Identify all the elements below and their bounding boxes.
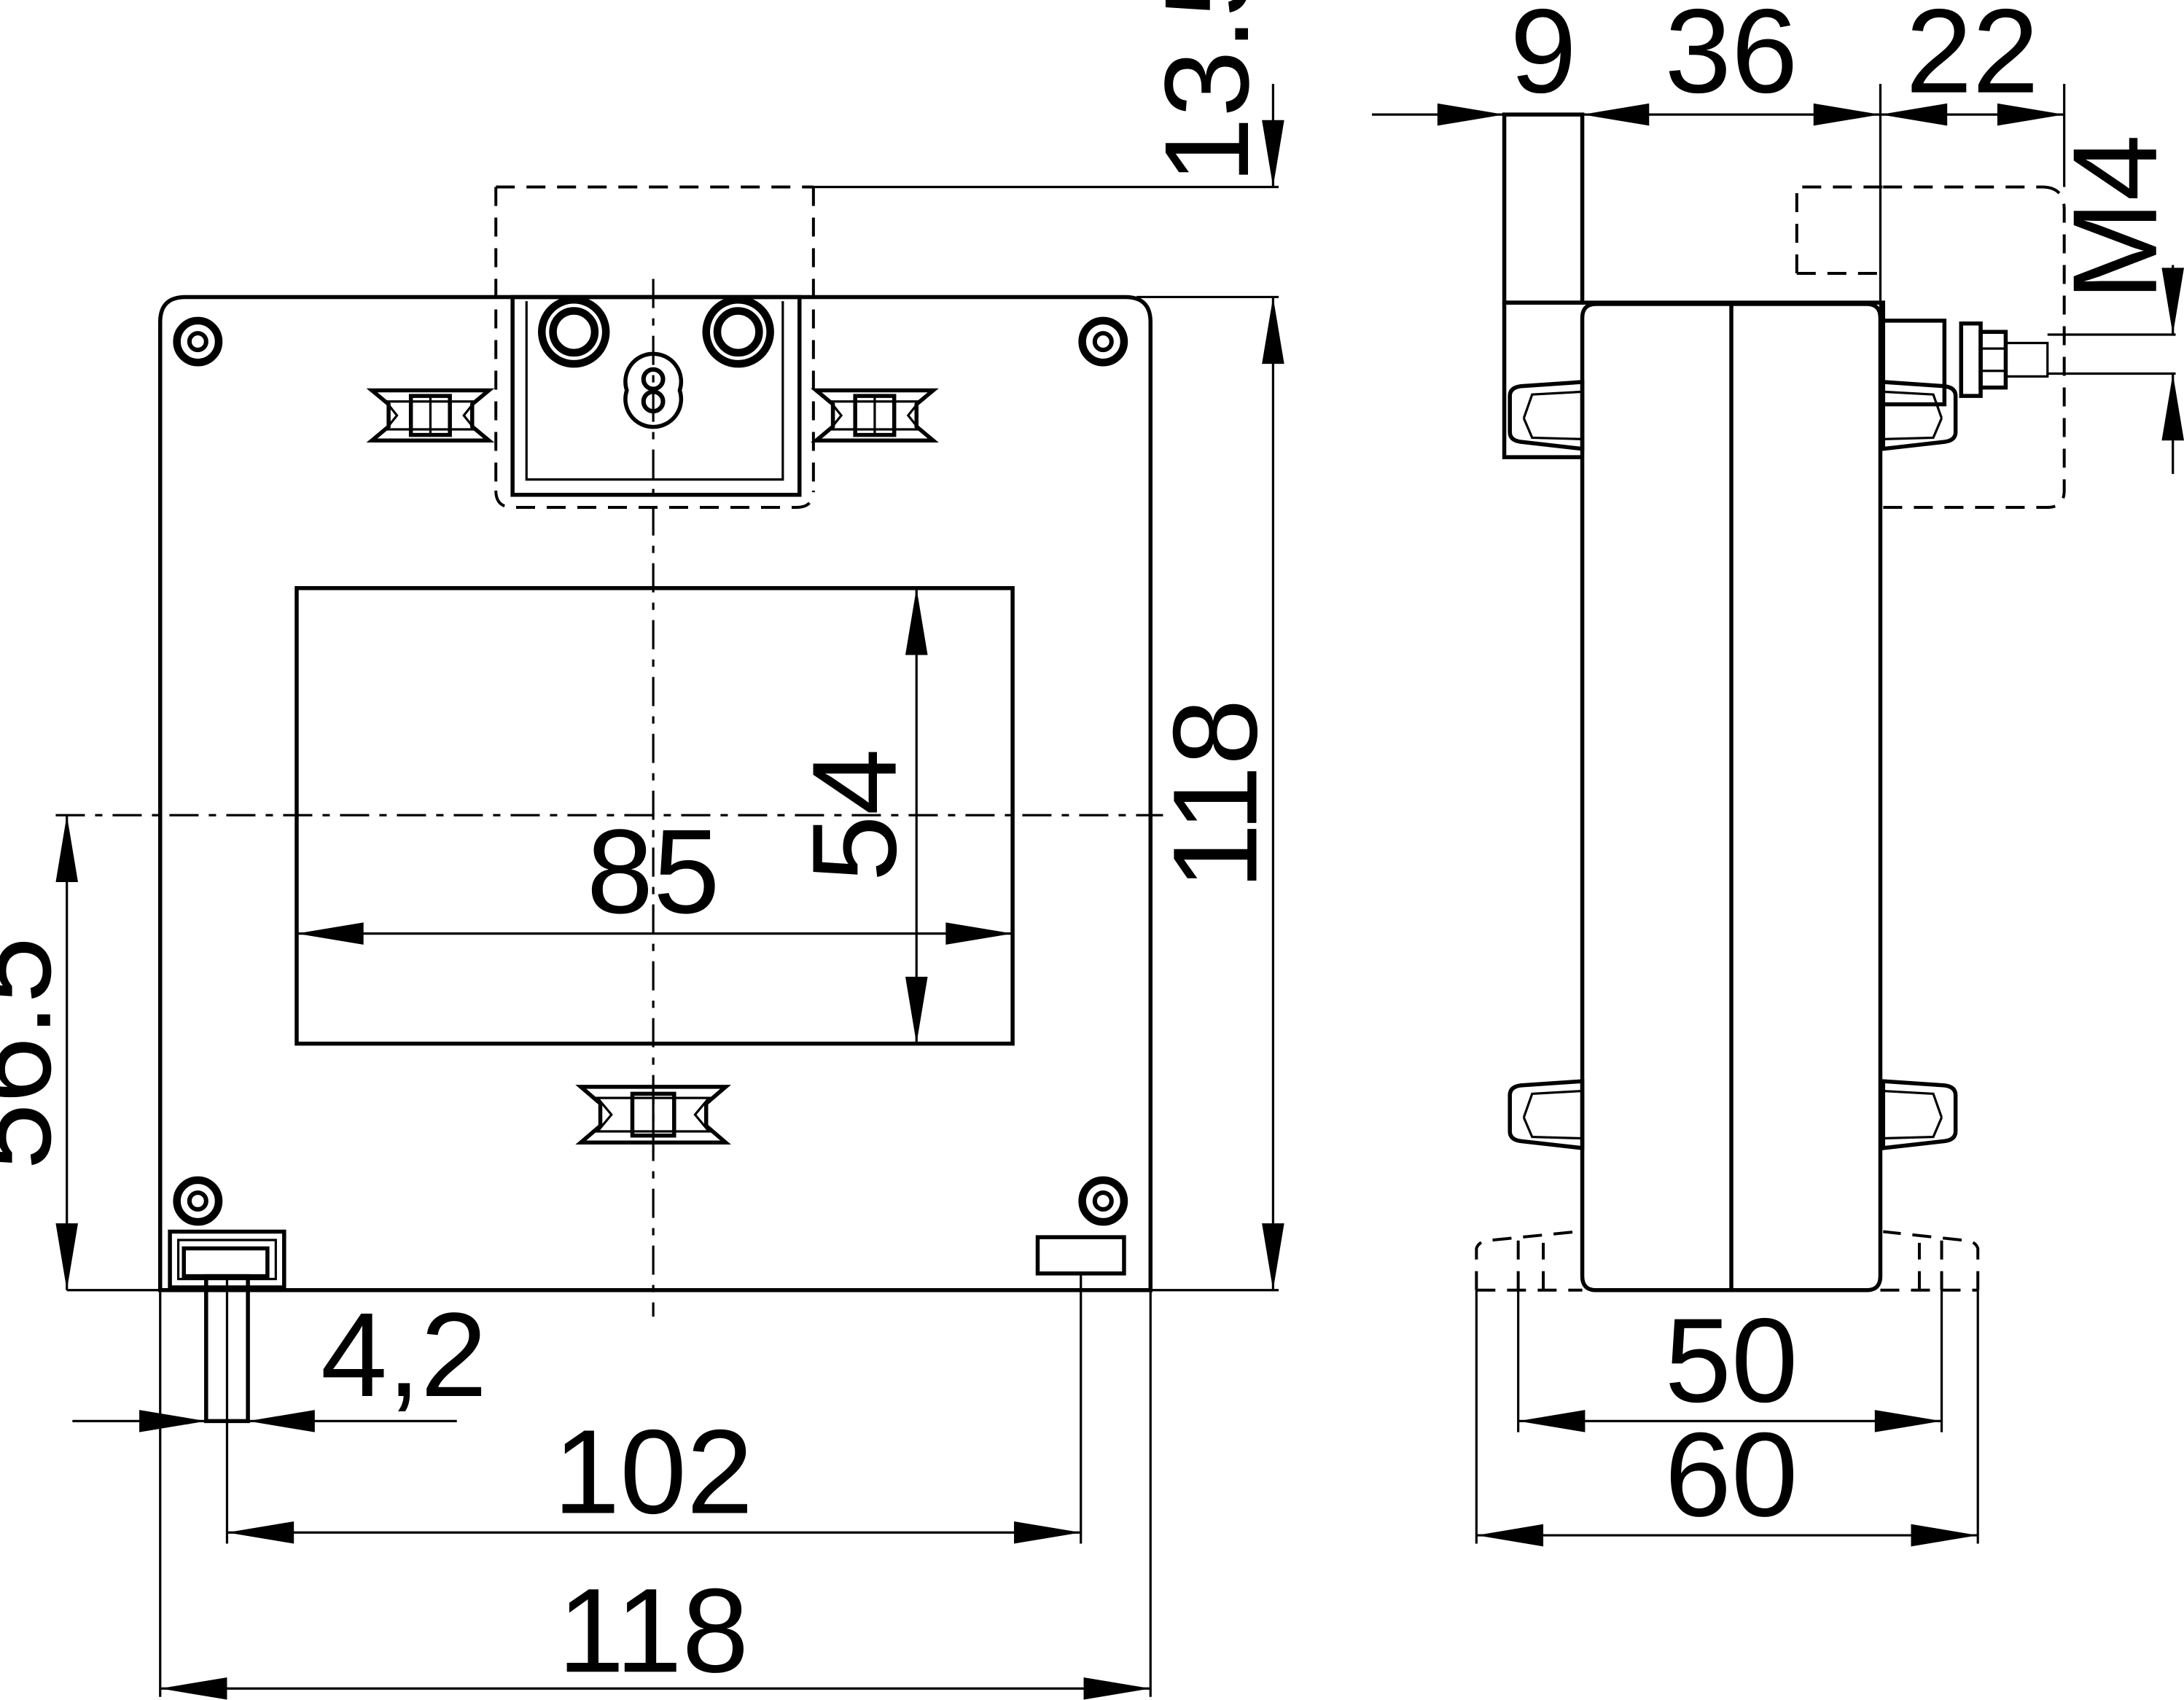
dim-side-width-core: 36 [1665, 0, 1798, 118]
mounting-hole-bottom-right [1078, 1176, 1128, 1226]
din-clip-left [372, 390, 489, 440]
dim-total-height-front: 118 [1147, 699, 1282, 890]
dim-side-width-front: 9 [1510, 0, 1576, 118]
dim-side-width-terminal: 22 [1906, 0, 2039, 118]
side-clip-left-top [1510, 382, 1582, 449]
dim-window-width: 85 [587, 804, 720, 938]
dim-mounting-spacing: 102 [553, 1405, 753, 1539]
mounting-screw [170, 1232, 284, 1422]
mounting-hole-top-left [173, 316, 223, 367]
terminal-cover-outline [496, 187, 814, 507]
dim-cutout-height: 13.5 [1139, 0, 1274, 184]
mounting-hole-top-right [1078, 316, 1128, 367]
side-clip-right-bottom [1883, 1081, 1955, 1148]
dim-window-height: 54 [787, 749, 921, 882]
dim-side-base-inner: 50 [1665, 1293, 1798, 1427]
din-clip-right [816, 390, 934, 440]
mounting-tab-right [1037, 1237, 1123, 1274]
mounting-hole-bottom-left [173, 1176, 223, 1226]
terminal-block [512, 297, 800, 494]
dim-side-base-outer: 60 [1665, 1407, 1798, 1541]
side-front-block [1505, 114, 1583, 303]
dim-terminal-thread: M4 [2048, 134, 2182, 300]
front-view [55, 187, 1163, 1422]
dim-total-width-front: 118 [558, 1563, 749, 1697]
side-main-body [1583, 304, 1881, 1290]
side-dimensions: 9 36 22 M4 50 60 [1372, 0, 2184, 1547]
dim-screw-diameter: 4,2 [321, 1287, 487, 1422]
side-terminal-cover-outline [1797, 187, 2064, 507]
side-base-feet [1476, 1232, 1978, 1290]
side-view [1476, 114, 2175, 1290]
dim-center-height: 56.5 [0, 937, 76, 1170]
front-dimensions: 13.5 118 54 85 56.5 4,2 102 [0, 0, 1284, 1700]
side-clip-left-bottom [1510, 1081, 1582, 1148]
terminal-stud [1883, 321, 2175, 405]
